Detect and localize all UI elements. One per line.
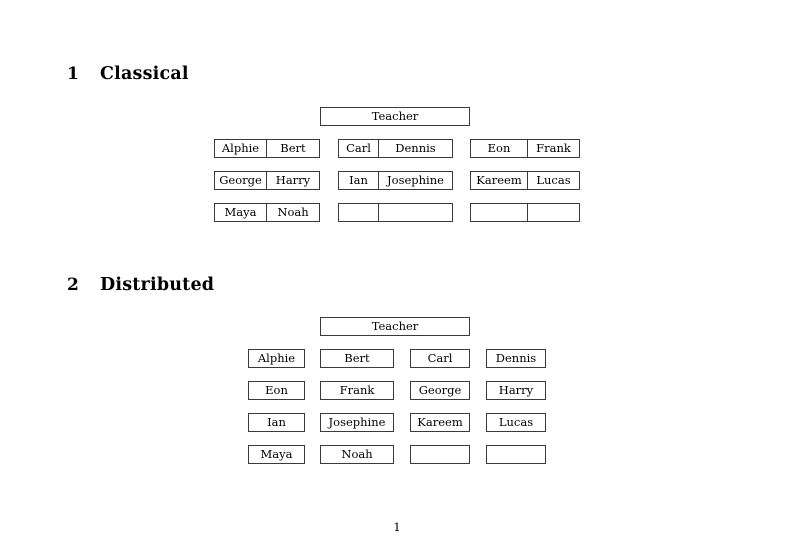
student-box: Eon xyxy=(248,381,305,400)
section-title: Classical xyxy=(100,64,189,84)
student-cell: Dennis xyxy=(379,139,453,158)
student-box: Kareem xyxy=(410,413,470,432)
student-cell-empty xyxy=(338,203,379,222)
student-box: Alphie xyxy=(248,349,305,368)
student-group-row: Carl Dennis xyxy=(338,139,453,158)
student-cell: Carl xyxy=(338,139,379,158)
student-group-row: Ian Josephine xyxy=(338,171,453,190)
page-number: 1 xyxy=(393,520,401,534)
student-box: Bert xyxy=(320,349,394,368)
student-cell: Ian xyxy=(338,171,379,190)
student-box: Maya xyxy=(248,445,305,464)
student-group-row: Maya Noah xyxy=(214,203,320,222)
student-box: Dennis xyxy=(486,349,546,368)
student-box: Lucas xyxy=(486,413,546,432)
teacher-box-distributed: Teacher xyxy=(320,317,470,336)
student-cell: George xyxy=(214,171,267,190)
student-box-empty xyxy=(486,445,546,464)
student-cell: Maya xyxy=(214,203,267,222)
section-heading-classical: 1 Classical xyxy=(67,64,189,84)
student-cell: Josephine xyxy=(379,171,453,190)
student-group-row: Kareem Lucas xyxy=(470,171,580,190)
student-cell: Frank xyxy=(528,139,580,158)
student-box: Harry xyxy=(486,381,546,400)
student-cell: Lucas xyxy=(528,171,580,190)
section-number: 2 xyxy=(67,275,80,295)
student-group-row xyxy=(338,203,453,222)
student-cell-empty xyxy=(470,203,528,222)
student-cell: Alphie xyxy=(214,139,267,158)
student-cell-empty xyxy=(528,203,580,222)
teacher-box-classical: Teacher xyxy=(320,107,470,126)
student-box-empty xyxy=(410,445,470,464)
student-group-row: Alphie Bert xyxy=(214,139,320,158)
student-box: Noah xyxy=(320,445,394,464)
student-box: George xyxy=(410,381,470,400)
student-cell-empty xyxy=(379,203,453,222)
student-cell: Noah xyxy=(267,203,320,222)
student-cell: Harry xyxy=(267,171,320,190)
student-box: Frank xyxy=(320,381,394,400)
student-group-row xyxy=(470,203,580,222)
student-box: Josephine xyxy=(320,413,394,432)
student-cell: Kareem xyxy=(470,171,528,190)
student-cell: Eon xyxy=(470,139,528,158)
section-title: Distributed xyxy=(100,275,215,295)
student-cell: Bert xyxy=(267,139,320,158)
section-number: 1 xyxy=(67,64,80,84)
student-group-row: Eon Frank xyxy=(470,139,580,158)
student-box: Ian xyxy=(248,413,305,432)
section-heading-distributed: 2 Distributed xyxy=(67,275,214,295)
student-group-row: George Harry xyxy=(214,171,320,190)
student-box: Carl xyxy=(410,349,470,368)
